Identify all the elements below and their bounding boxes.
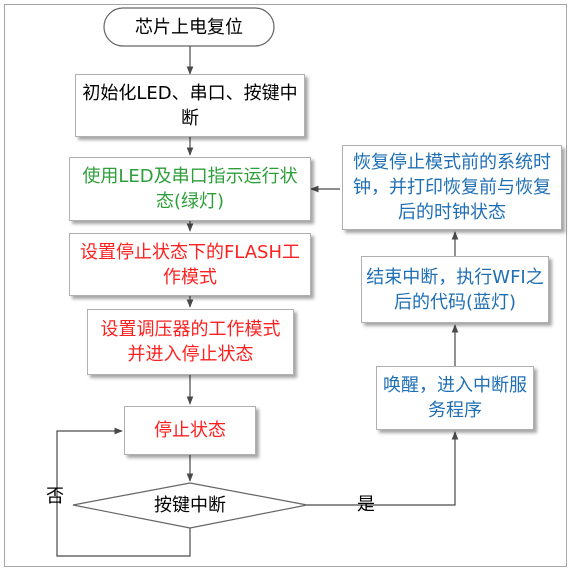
wakeup-box: 唤醒，进入中断服务程序: [376, 366, 534, 430]
stop-state-box: 停止状态: [124, 406, 256, 455]
wakeup-box-label: 唤醒，进入中断服务程序: [383, 375, 527, 421]
yes-branch-label: 是: [357, 494, 375, 515]
flash-mode-box-label: 设置停止状态下的FLASH工作模式: [79, 241, 301, 288]
no-branch-label: 否: [46, 486, 64, 507]
init-box-label: 初始化LED、串口、按键中断: [82, 82, 298, 129]
stop-state-box-label: 停止状态: [154, 420, 226, 441]
arrow-no-loop: [56, 427, 191, 557]
init-box: 初始化LED、串口、按键中断: [75, 74, 305, 137]
indicate-box: 使用LED及串口指示运行状态(绿灯): [69, 157, 311, 221]
key-interrupt-decision-label: 按键中断: [154, 494, 226, 516]
regulator-box-label: 设置调压器的工作模式并进入停止状态: [100, 319, 281, 365]
indicate-box-label: 使用LED及串口指示运行状态(绿灯): [82, 166, 298, 212]
restore-clock-box: 恢复停止模式前的系统时钟，并打印恢复前与恢复后的时钟状态: [342, 145, 562, 230]
end-interrupt-box: 结束中断，执行WFI之后的代码(蓝灯): [361, 256, 549, 323]
key-interrupt-decision: 按键中断: [120, 490, 260, 520]
restore-clock-box-label: 恢复停止模式前的系统时钟，并打印恢复前与恢复后的时钟状态: [353, 152, 551, 223]
end-interrupt-box-label: 结束中断，执行WFI之后的代码(蓝灯): [366, 266, 544, 313]
start-terminal: 芯片上电复位: [104, 8, 274, 46]
regulator-box: 设置调压器的工作模式并进入停止状态: [87, 309, 294, 375]
arrow-yes-branch: [307, 431, 459, 506]
start-terminal-shape: [103, 7, 275, 47]
flash-mode-box: 设置停止状态下的FLASH工作模式: [69, 233, 311, 296]
start-terminal-label: 芯片上电复位: [135, 16, 243, 38]
